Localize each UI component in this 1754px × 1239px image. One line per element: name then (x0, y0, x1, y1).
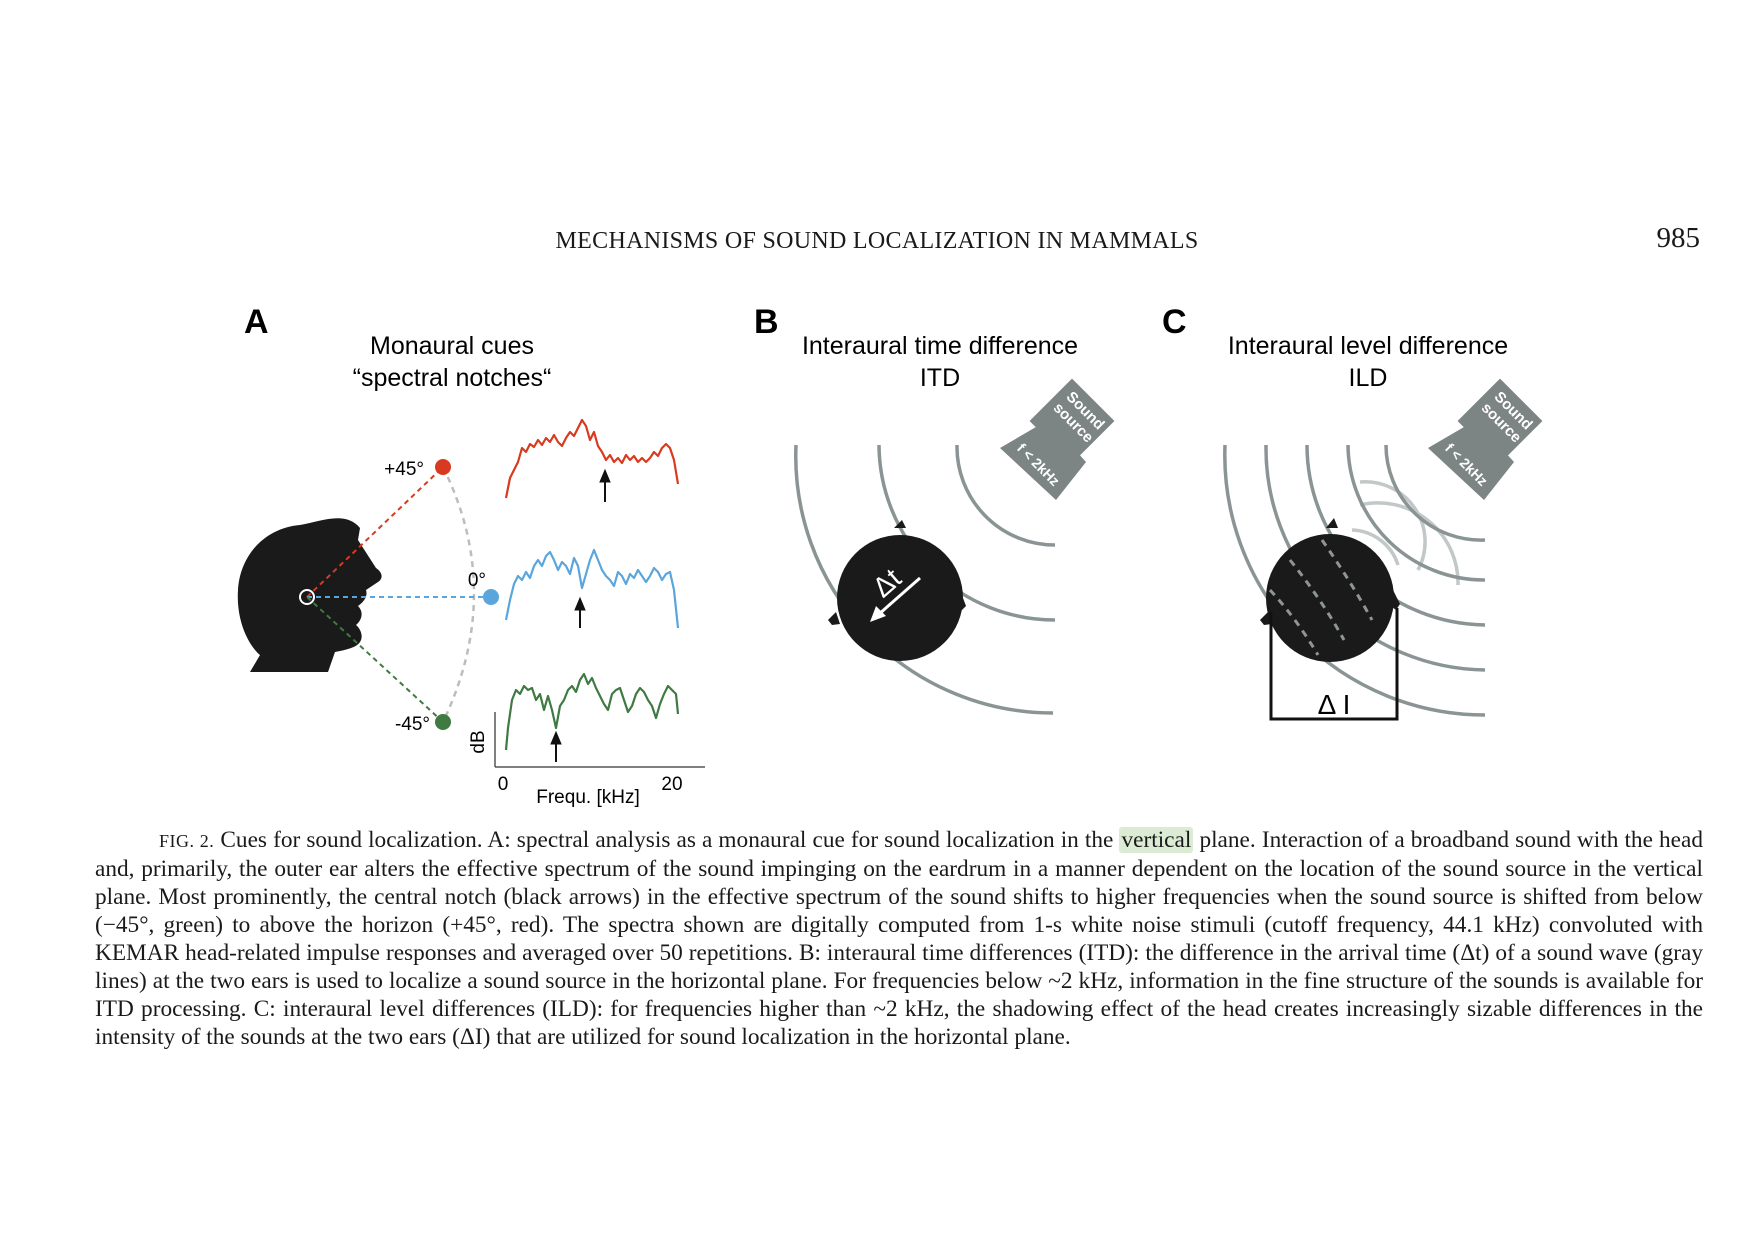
angle-label-bottom: -45° (395, 714, 430, 735)
ray-bottom (306, 596, 444, 723)
source-dot-bottom (435, 714, 451, 730)
head-topdown-icon-b (828, 520, 966, 661)
panel-c-letter: C (1162, 303, 1187, 341)
x-tick-min: 0 (498, 774, 509, 795)
spectrum-bottom (504, 672, 680, 751)
panel-a-letter: A (244, 303, 269, 341)
delta-i-bracket (1269, 608, 1399, 721)
caption-highlight[interactable]: vertical (1119, 827, 1194, 853)
x-axis-label: Frequ. [kHz] (536, 787, 639, 808)
panel-b: B Interaural time difference ITD Δt Soun… (754, 303, 1115, 715)
page-number: 985 (1656, 222, 1701, 254)
x-tick-max: 20 (661, 774, 682, 795)
y-axis-label: dB (468, 730, 489, 753)
notch-arrow-top (599, 468, 611, 502)
figure-caption: FIG. 2. Cues for sound localization. A: … (95, 826, 1703, 1051)
wavefront-c-5 (1384, 444, 1486, 542)
figure: A Monaural cues “spectral notches“ +45° … (237, 303, 1543, 808)
source-dot-top (435, 459, 451, 475)
angle-label-top: +45° (384, 459, 424, 480)
spectrum-mid (504, 548, 680, 629)
panel-c-title-line2: ILD (1349, 364, 1388, 392)
elevation-arc (441, 466, 476, 723)
running-title: MECHANISMS OF SOUND LOCALIZATION IN MAMM… (555, 228, 1199, 254)
panel-c: C Interaural level difference ILD (1162, 303, 1543, 721)
panel-a-title-line1: Monaural cues (370, 332, 534, 360)
delta-t-arrow (870, 576, 921, 622)
panel-a: A Monaural cues “spectral notches“ +45° … (237, 303, 705, 808)
panel-a-title-line2: “spectral notches“ (353, 364, 552, 392)
head-shadow-lines (1268, 539, 1374, 656)
panel-b-title-line2: ITD (920, 364, 960, 392)
panel-b-letter: B (754, 303, 779, 341)
panel-c-title-line1: Interaural level difference (1228, 332, 1508, 360)
wavefront-c-4 (1346, 444, 1486, 582)
figure-graphics: A Monaural cues “spectral notches“ +45° … (237, 303, 1543, 808)
source-dot-mid (483, 589, 499, 605)
diffracted-waves (1351, 480, 1460, 586)
notch-arrow-bottom (550, 730, 562, 762)
wavefront-3 (955, 444, 1056, 547)
notch-arrow-mid (574, 596, 586, 628)
caption-text-rest: plane. Interaction of a broadband sound … (95, 827, 1703, 1050)
ray-top (306, 466, 444, 598)
delta-i-label: Δ I (1318, 689, 1351, 720)
caption-fig-label: FIG. 2. (159, 831, 215, 851)
angle-label-mid: 0° (468, 570, 486, 591)
caption-text-start: Cues for sound localization. A: spectral… (214, 827, 1120, 853)
head-topdown-icon-c (1260, 518, 1400, 662)
panel-b-title-line1: Interaural time difference (802, 332, 1078, 360)
caption-paragraph: FIG. 2. Cues for sound localization. A: … (95, 826, 1703, 1051)
spectrum-top (504, 418, 680, 499)
